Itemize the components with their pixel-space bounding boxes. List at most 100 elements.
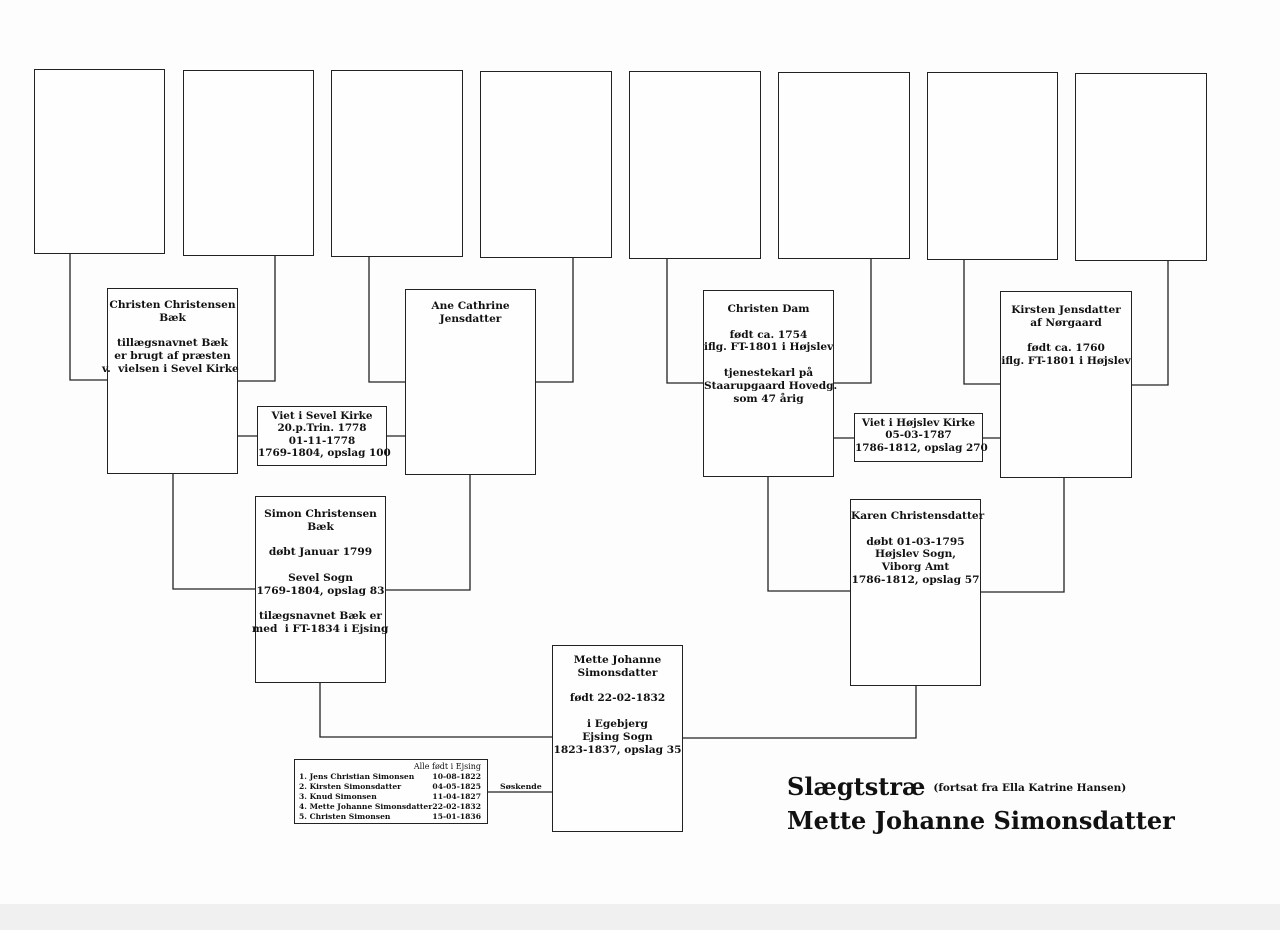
empty-ancestor-box	[927, 72, 1058, 260]
title-main: Slægtstræ	[787, 772, 926, 801]
sibling-date: 22-02-1832	[432, 802, 481, 811]
person-line: i Egebjerg	[587, 717, 648, 730]
diagram-subject-name: Mette Johanne Simonsdatter	[787, 806, 1175, 835]
person-line: som 47 årig	[733, 392, 804, 405]
marriage-line: Viet i Sevel Kirke	[271, 410, 373, 422]
scan-bottom-edge	[0, 904, 1280, 930]
person-line: døbt Januar 1799	[268, 546, 373, 559]
sibling-row: 4. Mette Johanne Simonsdatter 22-02-1832	[299, 802, 481, 812]
person-line: Simonsdatter	[577, 666, 658, 679]
sibling-date: 15-01-1836	[432, 812, 481, 821]
marriage-line: 1786-1812, opslag 270	[855, 441, 988, 454]
person-line	[256, 534, 385, 547]
siblings-box: Alle født i Ejsing 1. Jens Christian Sim…	[294, 759, 488, 824]
empty-ancestor-box	[629, 71, 761, 259]
sibling-name: 5. Christen Simonsen	[299, 812, 391, 821]
empty-ancestor-box	[778, 72, 910, 259]
person-line: iflg. FT-1801 i Højslev	[1001, 355, 1131, 368]
person-christen-dam: Christen Dam født ca. 1754 iflg. FT-1801…	[703, 290, 838, 477]
person-line: 1769-1804, opslag 83	[256, 584, 385, 597]
person-line	[704, 316, 833, 329]
connector-line	[535, 257, 574, 383]
person-line: Staarupgaard Hovedg.	[704, 379, 838, 392]
person-line: Karen Christensdatter	[851, 510, 985, 522]
person-line: Simon Christensen	[264, 508, 377, 520]
connector-line	[319, 682, 553, 738]
person-line: Christen Christensen	[109, 299, 236, 311]
connector-line	[237, 255, 276, 382]
marriage-line: 01-11-1778	[288, 434, 356, 447]
empty-ancestor-box	[1075, 73, 1207, 261]
person-line	[256, 598, 385, 611]
connector-line	[69, 253, 108, 381]
marriage-line: 20.p.Trin. 1778	[277, 422, 367, 435]
person-line: Kirsten Jensdatter	[1011, 304, 1121, 316]
person-line: 1786-1812, opslag 57	[851, 573, 980, 586]
person-line: tillægsnavnet Bæk	[116, 337, 229, 350]
diagram-title: Slægtstræ(fortsat fra Ella Katrine Hanse…	[787, 772, 1126, 801]
person-line: Ejsing Sogn	[582, 730, 653, 743]
person-simon-christensen-baek: Simon Christensen Bæk døbt Januar 1799 S…	[252, 496, 389, 683]
person-line: født ca. 1754	[729, 328, 808, 341]
marriage-line: Viet i Højslev Kirke	[861, 417, 976, 429]
sibling-name: 4. Mette Johanne Simonsdatter	[299, 802, 433, 811]
connector-line	[1131, 259, 1169, 386]
person-line	[704, 354, 833, 367]
sibling-name: 1. Jens Christian Simonsen	[299, 772, 415, 781]
siblings-link-label: Søskende	[500, 782, 542, 791]
person-ane-cathrine-jensdatter: Ane Cathrine Jensdatter	[405, 289, 536, 475]
person-line: tjenestekarl på	[723, 366, 814, 379]
person-karen-christensdatter: Karen Christensdatter døbt 01-03-1795 Hø…	[850, 499, 985, 686]
empty-ancestor-box	[183, 70, 314, 256]
sibling-date: 04-05-1825	[432, 782, 481, 791]
person-line: er brugt af præsten	[114, 350, 231, 363]
sibling-row: 5. Christen Simonsen 15-01-1836	[299, 812, 481, 822]
person-line: af Nørgaard	[1030, 316, 1102, 329]
person-line: født ca. 1760	[1027, 342, 1105, 355]
person-kirsten-jensdatter: Kirsten Jensdatter af Nørgaard født ca. …	[1000, 291, 1132, 478]
connector-line	[368, 256, 406, 383]
person-line	[108, 325, 237, 338]
marriage-line: 05-03-1787	[885, 429, 952, 442]
person-line: v. vielsen i Sevel Kirke	[102, 362, 239, 375]
person-mette-johanne-simonsdatter: Mette Johanne Simonsdatter født 22-02-18…	[552, 645, 683, 832]
person-line	[256, 559, 385, 572]
person-christen-christensen-baek: Christen Christensen Bæk tillægsnavnet B…	[102, 288, 239, 474]
sibling-name: 2. Kirsten Simonsdatter	[299, 782, 402, 791]
person-line: Højslev Sogn,	[875, 548, 956, 561]
person-line	[553, 705, 682, 718]
connector-line	[980, 477, 1065, 593]
connector-line	[767, 476, 851, 592]
empty-ancestor-box	[331, 70, 463, 257]
sibling-date: 11-04-1827	[432, 792, 481, 801]
person-line: tilægsnavnet Bæk er	[258, 610, 383, 623]
connector-line	[385, 474, 471, 591]
person-line: 1823-1837, opslag 35	[553, 743, 682, 756]
connector-line	[963, 259, 1001, 385]
sibling-name: 3. Knud Simonsen	[299, 792, 377, 801]
person-line: med i FT-1834 i Ejsing	[252, 623, 389, 636]
connector-line	[172, 473, 256, 590]
person-line: Ane Cathrine	[431, 300, 510, 312]
connector-line	[683, 685, 917, 739]
marriage-sevel-kirke: Viet i Sevel Kirke 20.p.Trin. 1778 01-11…	[257, 406, 391, 466]
person-line: iflg. FT-1801 i Højslev	[704, 341, 834, 354]
sibling-row: 3. Knud Simonsen 11-04-1827	[299, 792, 481, 802]
person-line	[553, 680, 682, 693]
marriage-line: 1769-1804, opslag 100	[258, 447, 391, 460]
person-line: Christen Dam	[727, 303, 810, 315]
connector-line	[666, 258, 704, 384]
person-line: Viborg Amt	[881, 561, 950, 574]
siblings-header: Alle født i Ejsing	[413, 762, 481, 771]
person-line	[851, 523, 980, 536]
sibling-row: 1. Jens Christian Simonsen 10-08-1822	[299, 772, 481, 782]
person-line: født 22-02-1832	[569, 692, 666, 705]
person-line: døbt 01-03-1795	[866, 535, 965, 548]
empty-ancestor-box	[34, 69, 165, 254]
connector-line	[833, 258, 872, 384]
person-line: Mette Johanne	[573, 654, 662, 666]
sibling-date: 10-08-1822	[432, 772, 481, 781]
person-line: Sevel Sogn	[288, 571, 353, 584]
